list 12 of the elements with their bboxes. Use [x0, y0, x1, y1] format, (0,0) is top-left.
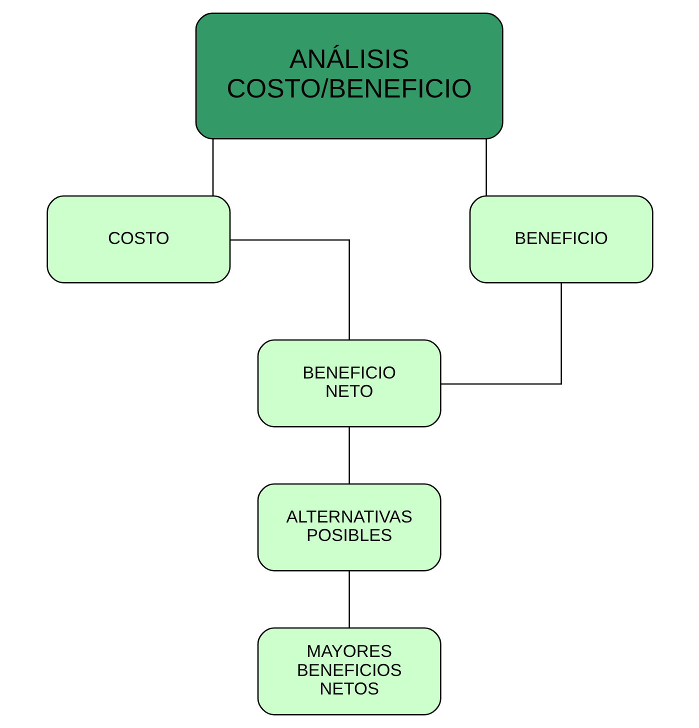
connector	[230, 239, 350, 340]
node-box: MAYORES BENEFICIOS NETOS	[256, 627, 441, 716]
node-box: ANÁLISIS COSTO/BENEFICIO	[194, 12, 503, 140]
connector	[212, 138, 214, 196]
connector	[348, 426, 350, 484]
node-box: BENEFICIO NETO	[256, 339, 441, 428]
connector	[440, 282, 562, 385]
connector	[485, 138, 486, 196]
connector	[348, 570, 350, 628]
node-box: COSTO	[46, 195, 230, 284]
node-box: BENEFICIO	[468, 195, 653, 284]
node-box: ALTERNATIVAS POSIBLES	[256, 483, 441, 572]
